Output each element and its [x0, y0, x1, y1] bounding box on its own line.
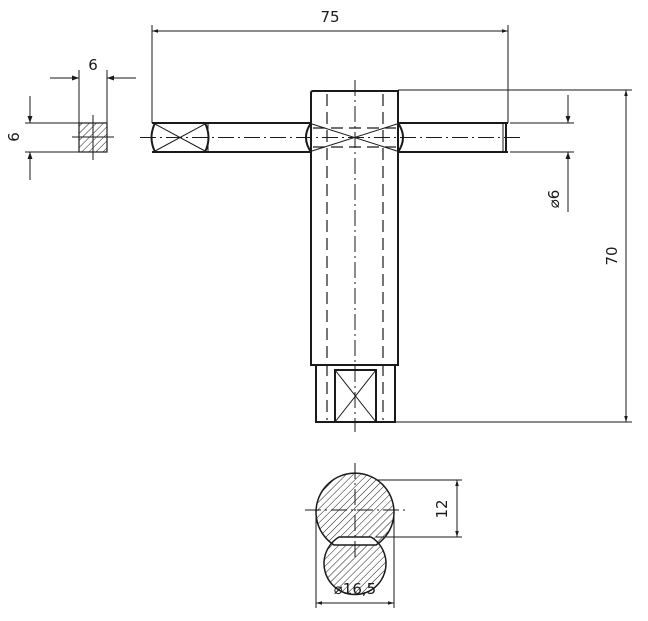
overall-height-label: 70	[603, 246, 621, 265]
square-width-label: 6	[88, 56, 98, 74]
square-section-view: 6 6	[5, 56, 136, 180]
dimension-overall-height: 70	[395, 89, 632, 423]
square-height-label: 6	[5, 132, 23, 142]
dimension-rod-diameter: ⌀6	[510, 95, 574, 212]
front-view	[140, 80, 520, 432]
overall-width-label: 75	[320, 8, 339, 26]
dimension-overall-width: 75	[151, 8, 509, 123]
tube-flat-height-label: 12	[433, 499, 451, 518]
rod-diameter-label: ⌀6	[545, 190, 563, 209]
tube-diameter-label: ⌀16,5	[334, 580, 376, 598]
tube-section-view: 12 ⌀16,5	[305, 463, 462, 608]
